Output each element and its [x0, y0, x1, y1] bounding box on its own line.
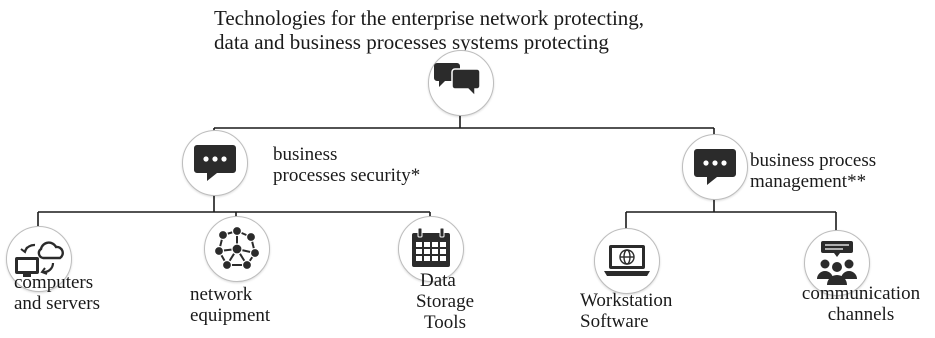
ws-node: [594, 228, 660, 294]
calendar-grid-icon: [412, 227, 450, 267]
root-node: [428, 50, 494, 116]
title-line-2: data and business processes systems prot…: [214, 30, 609, 54]
chat-bubble-icon: [694, 149, 736, 185]
dst-node: [398, 216, 464, 282]
cc-label-line-2: channels: [827, 304, 895, 325]
ws-label-line-2: Software: [580, 311, 649, 332]
title-line-1: Technologies for the enterprise network …: [214, 6, 645, 30]
chat-bubble-icon: [194, 145, 236, 181]
cc-label-line-1: communication: [801, 283, 921, 304]
bps-label-line-2: processes security*: [273, 165, 421, 186]
cs-node: [6, 226, 72, 292]
bpm-label: business process management**: [750, 150, 876, 192]
bpm-label-line-1: business process: [750, 150, 877, 171]
dst-label-line-3: Tools: [424, 312, 466, 333]
bpm-label-line-2: management**: [750, 171, 867, 192]
cc-node: [804, 230, 870, 296]
bps-label: business processes security*: [273, 144, 420, 186]
ws-label: Workstation Software: [580, 290, 672, 332]
cc-label: communication channels: [788, 283, 934, 325]
diagram-title: Technologies for the enterprise network …: [214, 6, 644, 54]
ne-label-line-2: equipment: [190, 305, 271, 326]
bps-label-line-1: business: [273, 144, 338, 165]
cs-label-line-2: and servers: [14, 293, 100, 314]
network-nodes-icon: [213, 225, 261, 271]
bps-node: [182, 130, 248, 196]
laptop-globe-icon: [604, 245, 650, 276]
cloud-computer-icon: [15, 241, 64, 277]
people-group-icon: [817, 241, 857, 285]
ne-label: network equipment: [190, 284, 270, 326]
ne-label-line-1: network: [190, 284, 253, 305]
dst-label-line-1: Data: [420, 270, 456, 291]
dst-label: Data Storage Tools: [400, 270, 490, 333]
bpm-node: [682, 134, 748, 200]
dst-label-line-2: Storage: [415, 291, 475, 312]
cs-label-line-1: computers: [14, 272, 94, 293]
ne-node: [204, 216, 270, 282]
cs-label: computers and servers: [14, 272, 100, 314]
chat-bubbles-icon: [434, 63, 481, 98]
ws-label-line-1: Workstation: [580, 290, 673, 311]
